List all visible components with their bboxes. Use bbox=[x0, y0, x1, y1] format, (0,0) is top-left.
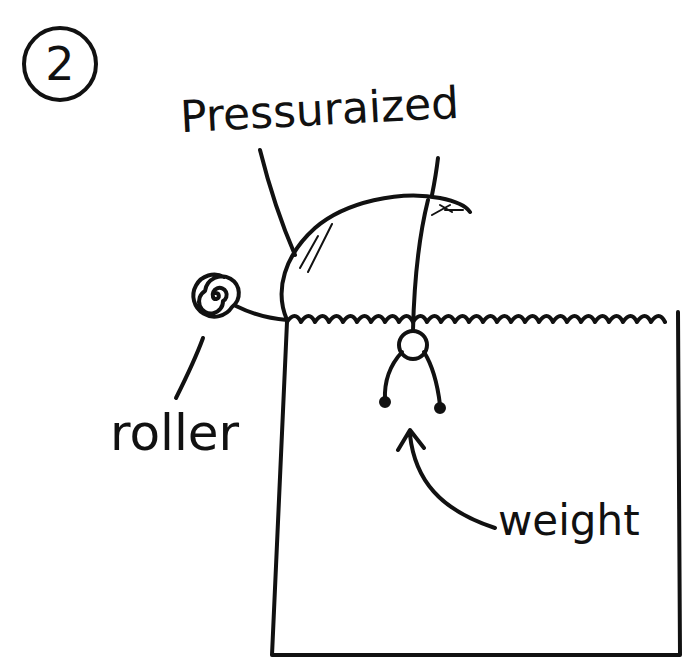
leader-line bbox=[432, 158, 438, 195]
part-label: weight bbox=[498, 500, 640, 542]
leader-line bbox=[176, 338, 203, 398]
callout-number: 2 bbox=[45, 41, 74, 87]
roller-link bbox=[236, 306, 287, 320]
weight-cord bbox=[385, 352, 440, 405]
pulley bbox=[399, 331, 427, 359]
weight-arrow bbox=[398, 430, 495, 528]
pressurized-flap bbox=[282, 196, 470, 320]
part-label: roller bbox=[110, 408, 239, 458]
flap-stem bbox=[413, 200, 428, 330]
tank-outline bbox=[272, 312, 680, 655]
hatching bbox=[300, 205, 463, 272]
callout-circle: 2 bbox=[22, 26, 98, 102]
roller-spiral bbox=[193, 275, 238, 317]
part-label: Pressuraized bbox=[179, 81, 460, 140]
weight-dot bbox=[381, 398, 389, 406]
leader-line bbox=[260, 150, 295, 255]
weight-dot bbox=[436, 404, 444, 412]
water-surface bbox=[287, 316, 665, 322]
